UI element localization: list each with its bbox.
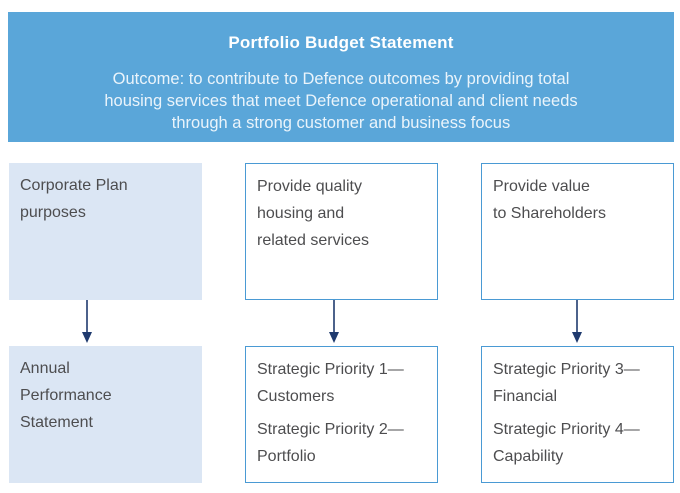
- shareholder-value-box: Provide value to Shareholders: [481, 163, 674, 300]
- text-line: Performance: [20, 387, 112, 404]
- arrow-head: [82, 332, 92, 343]
- annual-performance-label: Annual Performance Statement: [20, 355, 112, 436]
- text-line: Strategic Priority 2—: [257, 421, 404, 438]
- text-line: housing and: [257, 205, 345, 222]
- annual-performance-statement-box: Annual Performance Statement: [9, 346, 202, 483]
- corporate-plan-label: Corporate Plan purposes: [20, 172, 128, 226]
- portfolio-budget-statement-box: Portfolio Budget Statement Outcome: to c…: [8, 12, 674, 142]
- text-line: purposes: [20, 204, 86, 221]
- text-line: Corporate Plan: [20, 177, 128, 194]
- arrow-head: [572, 332, 582, 343]
- strategic-priorities-3-4-box: Strategic Priority 3— Financial Strategi…: [481, 346, 674, 483]
- outcome-line: Outcome: to contribute to Defence outcom…: [112, 70, 570, 88]
- text-line: Provide quality: [257, 178, 362, 195]
- housing-services-box: Provide quality housing and related serv…: [245, 163, 438, 300]
- outcome-line: housing services that meet Defence opera…: [104, 92, 578, 110]
- text-line: Customers: [257, 388, 335, 405]
- text-line: to Shareholders: [493, 205, 606, 222]
- arrow-housing-to-priorities: [329, 300, 339, 343]
- outcome-text: Outcome: to contribute to Defence outcom…: [38, 68, 644, 134]
- text-line: Annual: [20, 360, 70, 377]
- shareholder-value-label: Provide value to Shareholders: [493, 173, 606, 227]
- arrow-corporate-to-annual: [82, 300, 92, 343]
- text-line: Provide value: [493, 178, 590, 195]
- corporate-plan-purposes-box: Corporate Plan purposes: [9, 163, 202, 300]
- strategic-priorities-1-2-box: Strategic Priority 1— Customers Strategi…: [245, 346, 438, 483]
- outcome-line: through a strong customer and business f…: [171, 114, 511, 132]
- text-line: Financial: [493, 388, 558, 405]
- text-line: related services: [257, 232, 370, 249]
- header-title: Portfolio Budget Statement: [228, 33, 454, 52]
- strategic-priorities-label: Strategic Priority 1— Customers Strategi…: [257, 356, 404, 470]
- text-line: Strategic Priority 3—: [493, 361, 640, 378]
- text-line: Strategic Priority 4—: [493, 421, 640, 438]
- arrow-head: [329, 332, 339, 343]
- text-line: Portfolio: [257, 448, 316, 465]
- text-line: Strategic Priority 1—: [257, 361, 404, 378]
- text-line: Statement: [20, 414, 93, 431]
- text-line: Capability: [493, 448, 564, 465]
- housing-services-label: Provide quality housing and related serv…: [257, 173, 369, 254]
- strategic-priorities-label: Strategic Priority 3— Financial Strategi…: [493, 356, 640, 470]
- arrow-shareholders-to-priorities: [572, 300, 582, 343]
